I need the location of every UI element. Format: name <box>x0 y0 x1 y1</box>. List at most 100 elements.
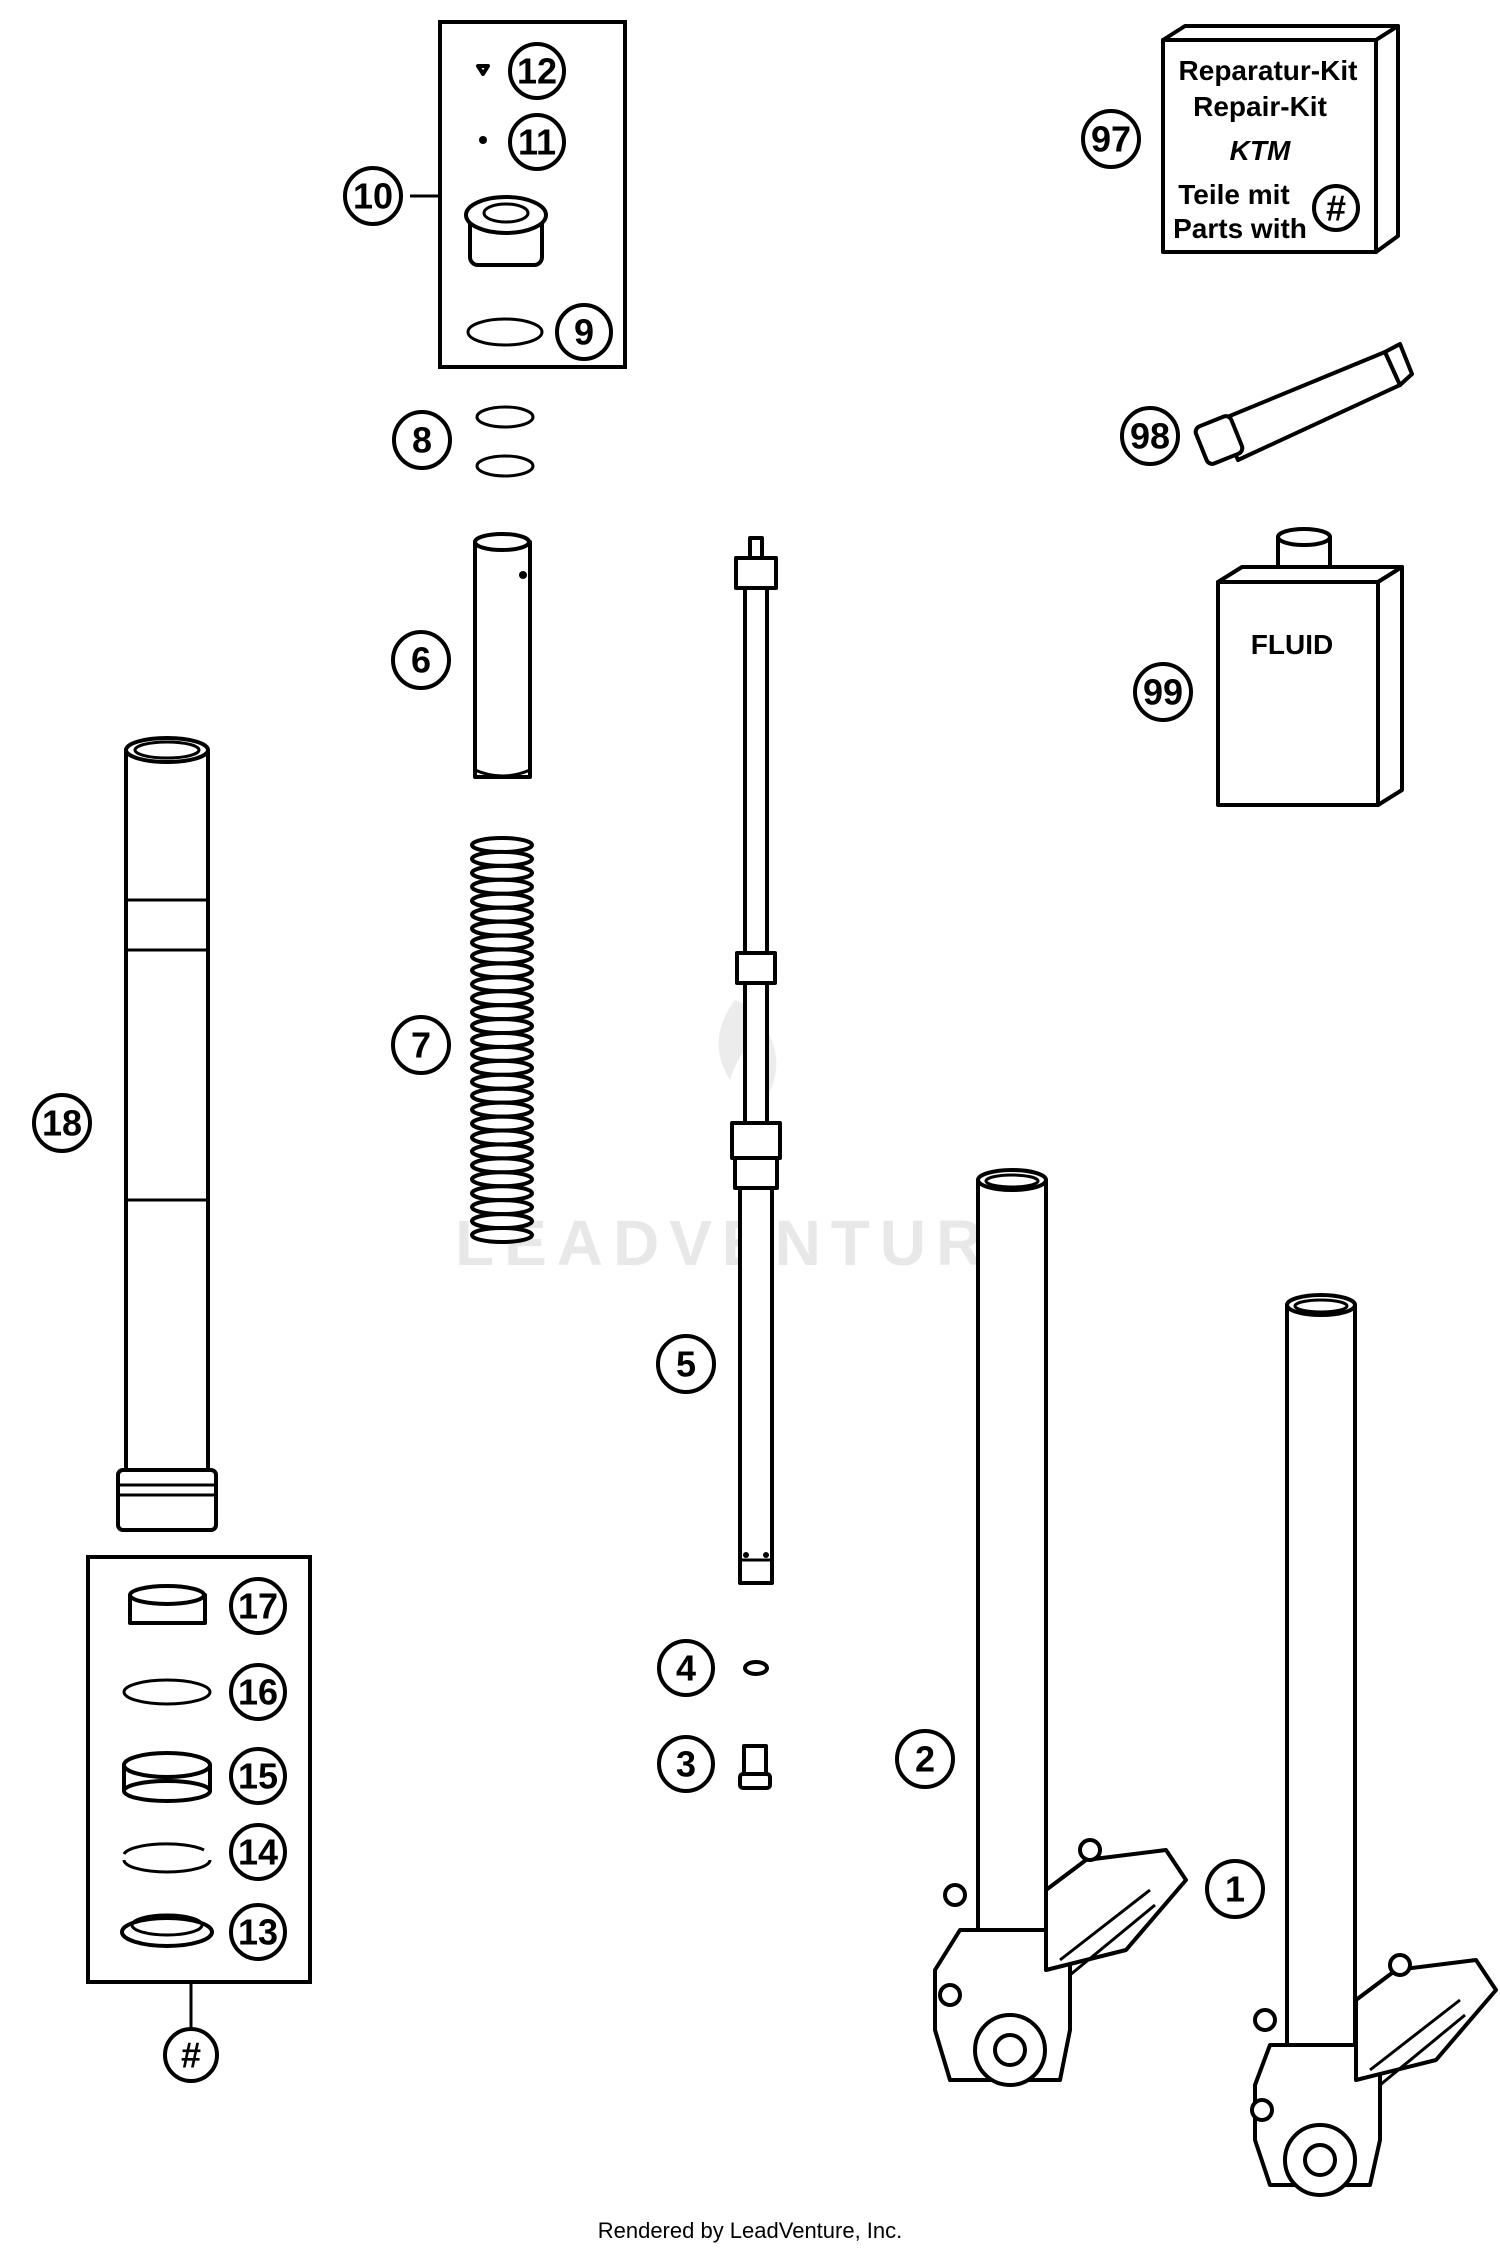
callout-4: 4 <box>657 1639 715 1697</box>
callout-10: 10 <box>343 166 403 226</box>
spring-coil <box>470 836 534 854</box>
part-15-icon <box>122 1751 212 1803</box>
kit-title-en: Repair-Kit <box>1193 91 1327 122</box>
spring-coil <box>470 1100 534 1119</box>
callout-18-label: 18 <box>42 1103 82 1144</box>
spring-coil <box>470 1128 534 1147</box>
callout-1-label: 1 <box>1225 1869 1245 1910</box>
part-8-icon <box>475 405 535 478</box>
callout-11-label: 11 <box>518 122 556 163</box>
callout-7-label: 7 <box>411 1025 431 1066</box>
part-16-icon <box>122 1678 212 1706</box>
part-3-icon <box>738 1744 772 1790</box>
callout-7: 7 <box>391 1015 451 1075</box>
callout-16: 16 <box>229 1663 287 1721</box>
callout-hash-label: # <box>181 2035 201 2076</box>
spring-coil <box>470 1184 534 1203</box>
callout-5-label: 5 <box>676 1344 696 1385</box>
spring-coil <box>470 1072 534 1091</box>
part-9-icon <box>466 317 544 347</box>
spring-coil <box>470 989 534 1008</box>
callout-99: 99 <box>1133 662 1193 722</box>
callout-3: 3 <box>657 1735 715 1793</box>
callout-11: 11 <box>508 113 566 171</box>
ktm-logo: KTM <box>1230 135 1291 166</box>
callout-6: 6 <box>391 630 451 690</box>
part-2-icon <box>933 1168 1188 2087</box>
callout-17-label: 17 <box>238 1586 278 1627</box>
spring-coil <box>470 1156 534 1175</box>
kit-hash-symbol: # <box>1326 188 1346 229</box>
part-4-icon <box>743 1660 769 1676</box>
kit-parts-de: Teile mit <box>1178 179 1290 210</box>
part-6-icon <box>473 532 532 779</box>
callout-8-label: 8 <box>412 420 432 461</box>
spring-coil <box>470 1003 534 1022</box>
part-14-icon <box>122 1842 212 1874</box>
spring-coil <box>470 1017 534 1036</box>
callout-hash: # <box>163 2027 219 2083</box>
spring-coil <box>470 919 534 938</box>
callout-97: 97 <box>1081 109 1141 169</box>
callout-1: 1 <box>1205 1859 1265 1919</box>
spring-coil <box>470 1226 534 1244</box>
callout-15: 15 <box>229 1747 287 1805</box>
spring-coil <box>470 849 534 868</box>
callout-9: 9 <box>555 303 613 361</box>
part-7-icon <box>470 836 534 1244</box>
spring-coil <box>470 1170 534 1189</box>
spring-coil <box>470 877 534 896</box>
part-10-icon <box>464 195 548 267</box>
spring-coil <box>470 961 534 980</box>
spring-coil <box>470 1198 534 1217</box>
callout-98-label: 98 <box>1130 416 1170 457</box>
callout-98: 98 <box>1120 406 1180 466</box>
spring-coil <box>470 1044 534 1063</box>
callout-9-label: 9 <box>574 312 594 353</box>
part-99-icon: FLUID <box>1216 527 1404 807</box>
callout-14: 14 <box>229 1823 287 1881</box>
part-17-icon <box>128 1584 207 1625</box>
kit-title-de: Reparatur-Kit <box>1179 55 1358 86</box>
fluid-label: FLUID <box>1251 629 1333 660</box>
kit-parts-en: Parts with <box>1173 213 1307 244</box>
callout-99-label: 99 <box>1143 672 1183 713</box>
callout-8: 8 <box>392 410 452 470</box>
callout-13-label: 13 <box>238 1912 278 1953</box>
part-98-icon <box>1193 342 1414 466</box>
callout-13: 13 <box>229 1903 287 1961</box>
spring-coil <box>470 905 534 924</box>
callout-5: 5 <box>656 1334 716 1394</box>
callout-4-label: 4 <box>676 1648 696 1689</box>
callout-6-label: 6 <box>411 640 431 681</box>
spring-coil <box>470 947 534 966</box>
callout-14-label: 14 <box>238 1832 278 1873</box>
part-18-icon <box>116 736 218 1532</box>
callout-10-label: 10 <box>353 176 393 217</box>
callout-16-label: 16 <box>238 1672 278 1713</box>
spring-coil <box>470 1212 534 1231</box>
callout-17: 17 <box>229 1577 287 1635</box>
footer-credit: Rendered by LeadVenture, Inc. <box>598 2218 903 2243</box>
part-11-icon <box>479 136 487 144</box>
callout-12-label: 12 <box>517 51 557 92</box>
callout-2: 2 <box>895 1729 955 1789</box>
part-13-icon <box>120 1913 214 1948</box>
part-12-icon <box>476 64 490 76</box>
spring-coil <box>470 863 534 882</box>
spring-coil <box>470 975 534 994</box>
callout-12: 12 <box>508 42 566 100</box>
callout-18: 18 <box>32 1093 92 1153</box>
spring-coil <box>470 1114 534 1133</box>
spring-coil <box>470 1086 534 1105</box>
callout-3-label: 3 <box>676 1744 696 1785</box>
spring-coil <box>470 891 534 910</box>
spring-coil <box>470 933 534 952</box>
callout-15-label: 15 <box>238 1756 278 1797</box>
spring-coil <box>470 1142 534 1161</box>
callout-2-label: 2 <box>915 1739 935 1780</box>
part-5-icon <box>730 536 782 1585</box>
spring-coil <box>470 1058 534 1077</box>
repair-kit-box: Reparatur-Kit Repair-Kit KTM Teile mit P… <box>1161 24 1400 254</box>
